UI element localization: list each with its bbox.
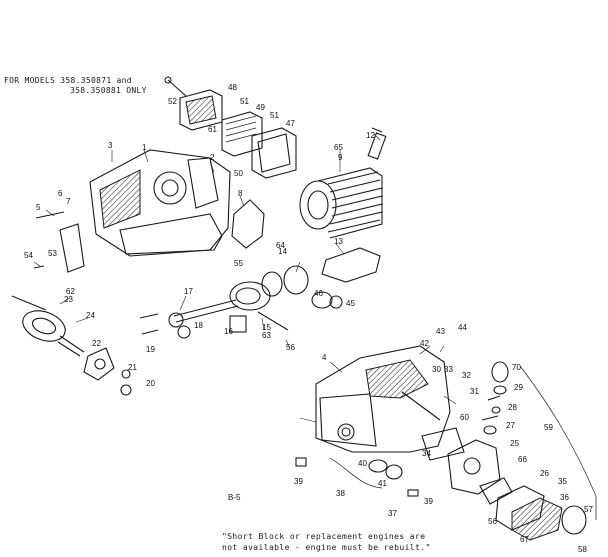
callout-55: 55: [234, 259, 243, 268]
cylinder-head-assembly: [164, 76, 297, 179]
callout-45: 45: [346, 299, 355, 308]
callout-27: 27: [506, 421, 515, 430]
callout-54: 54: [24, 251, 33, 260]
callout-8: 8: [238, 189, 243, 198]
callout-63: 63: [262, 331, 271, 340]
piston-rings: [229, 265, 343, 333]
footer-note-line2: not available - engine must be rebuilt.": [222, 543, 431, 552]
callout-51: 51: [240, 97, 249, 106]
callout-5: 5: [36, 203, 41, 212]
callout-41: 41: [378, 479, 387, 488]
callout-67: 67: [520, 535, 529, 544]
callout-18: 18: [194, 321, 203, 330]
callout-37: 37: [388, 509, 397, 518]
callout-14: 14: [278, 247, 287, 256]
callout-65: 65: [334, 143, 343, 152]
callout-62: 62: [66, 287, 75, 296]
callout-46: 46: [314, 289, 323, 298]
footer-note-line1: "Short Block or replacement engines are: [222, 532, 426, 541]
callout-44: 44: [458, 323, 467, 332]
callout-30: 30: [432, 365, 441, 374]
callout-9: 9: [338, 153, 343, 162]
callout-64: 64: [276, 241, 285, 250]
callout-23: 23: [64, 295, 73, 304]
callout-56: 56: [286, 343, 295, 352]
callout-16: 16: [224, 327, 233, 336]
callout-39b: 39: [424, 497, 433, 506]
spark-plug: [367, 127, 387, 160]
callout-3: 3: [108, 141, 113, 150]
callout-51b: 51: [270, 111, 279, 120]
crankcase-half-lower: [315, 345, 465, 461]
callout-32: 32: [462, 371, 471, 380]
crankcase-half-upper: [89, 149, 231, 257]
callout-42: 42: [420, 339, 429, 348]
callout-12: 12: [366, 131, 375, 140]
carburetor: [447, 361, 587, 541]
callout-4: 4: [322, 353, 327, 362]
callout-15: 15: [262, 323, 271, 332]
models-note-line2: 358.350881 ONLY: [70, 86, 147, 95]
callout-47: 47: [286, 119, 295, 128]
callout-70: 70: [512, 363, 521, 372]
callout-24: 24: [86, 311, 95, 320]
callout-40: 40: [358, 459, 367, 468]
callout-6: 6: [58, 189, 63, 198]
callout-60: 60: [460, 413, 469, 422]
callout-39: 39: [294, 477, 303, 486]
connecting-rod: [139, 299, 239, 339]
callout-33: 33: [444, 365, 453, 374]
callout-48: 48: [228, 83, 237, 92]
callout-1: 1: [142, 143, 147, 152]
callout-43: 43: [436, 327, 445, 336]
callout-59: 59: [544, 423, 553, 432]
callout-56b: 56: [488, 517, 497, 526]
callout-26: 26: [540, 469, 549, 478]
callout-20: 20: [146, 379, 155, 388]
models-note-line1: FOR MODELS 358.350871 and: [4, 76, 132, 85]
callout-53: 53: [48, 249, 57, 258]
crankshaft: [11, 295, 85, 357]
callout-22: 22: [92, 339, 101, 348]
gasket: [231, 199, 265, 249]
part-callouts: 1 2 3 4 5 6 7 8 9 12 13 14 15 16 17 18 1…: [24, 83, 593, 554]
callout-7: 7: [66, 197, 71, 206]
callout-29: 29: [514, 383, 523, 392]
callout-66: 66: [518, 455, 527, 464]
callout-61: 61: [208, 125, 217, 134]
callout-21: 21: [128, 363, 137, 372]
callout-19: 19: [146, 345, 155, 354]
callout-2: 2: [210, 153, 215, 162]
callout-31: 31: [470, 387, 479, 396]
leader-lines: [33, 133, 457, 423]
callout-34: 34: [422, 449, 431, 458]
gasket-13: [321, 247, 381, 283]
callout-57: 57: [584, 505, 593, 514]
page-code: B-5: [228, 493, 241, 502]
callout-28: 28: [508, 403, 517, 412]
callout-36: 36: [560, 493, 569, 502]
callout-25: 25: [510, 439, 519, 448]
callout-38: 38: [336, 489, 345, 498]
callout-58: 58: [578, 545, 587, 554]
callout-52: 52: [168, 97, 177, 106]
callout-17: 17: [184, 287, 193, 296]
cylinder-fins: [299, 167, 383, 239]
callout-49: 49: [256, 103, 265, 112]
callout-35: 35: [558, 477, 567, 486]
bearing-flange: [83, 347, 115, 381]
callout-13: 13: [334, 237, 343, 246]
callout-50: 50: [234, 169, 243, 178]
